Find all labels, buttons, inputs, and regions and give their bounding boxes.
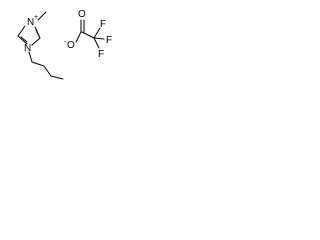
anion-charge: - [64,39,67,46]
bond-n1-c5 [31,37,41,46]
bond-c-cf3 [81,31,95,39]
bond-c-f-right [93,37,105,40]
atom-o-carbonyl: O [78,9,86,20]
bond-butyl-2 [31,61,45,67]
bond-c2-n1 [17,35,28,45]
bond-c2-n1-double-inner [20,36,28,43]
bond-c-o-minus [75,31,82,43]
chemical-structure-diagram: N + N - O O F F F [17,9,112,80]
atom-f-bottom: F [98,49,104,60]
bond-n1-butyl-1 [28,51,33,63]
atom-o-charged: O [67,40,75,51]
imidazolium-cation: N + N [17,11,64,80]
bond-butyl-4 [50,75,64,80]
atom-n-butyl: N [24,43,31,54]
bond-n3-c2 [17,25,26,37]
bond-c-f-bottom [93,37,100,49]
atom-f-right: F [106,35,112,46]
cation-charge: + [34,14,38,21]
bond-butyl-3 [43,65,52,77]
atom-n-methyl: N [27,17,34,28]
atom-f-top: F [100,19,106,30]
trifluoroacetate-anion: - O O F F F [64,9,112,60]
bond-c4-n3-double-inner [35,29,40,37]
bond-c-f-top [93,27,101,39]
bond-n3-methyl [37,11,47,21]
